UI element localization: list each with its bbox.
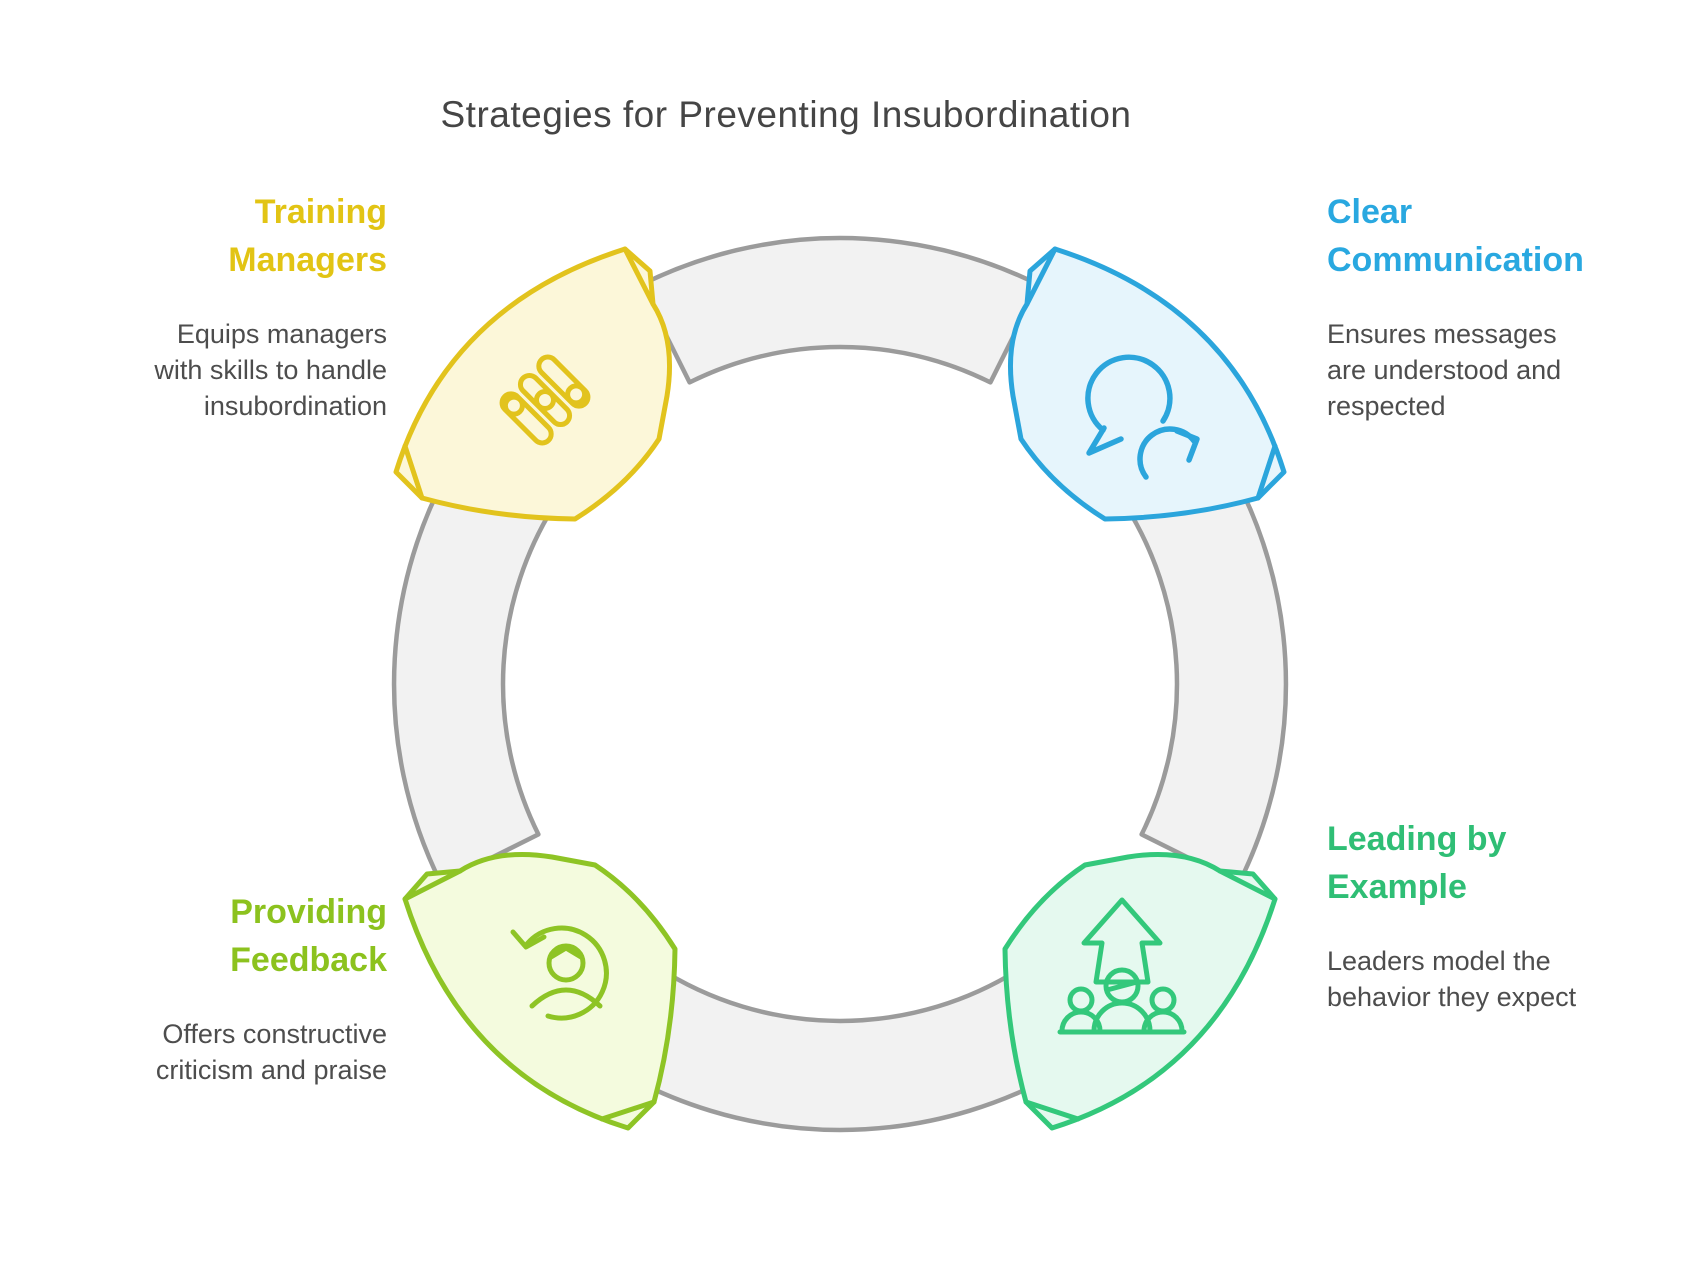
heading-line: Providing (230, 893, 387, 931)
arrow-shape (405, 854, 675, 1128)
description-line: respected (1327, 391, 1446, 421)
description-line: behavior they expect (1327, 982, 1577, 1012)
section-heading: Clear Communication (1327, 188, 1667, 284)
person-refresh-icon (510, 925, 609, 1021)
arrow-shape (396, 249, 670, 519)
sliders-icon (499, 354, 591, 446)
section-heading: Providing Feedback (85, 888, 387, 984)
arrow-providing-feedback (405, 854, 675, 1128)
heading-line: Communication (1327, 241, 1584, 279)
arrow-training-managers (396, 249, 670, 519)
ring-segment-top (638, 235, 1042, 385)
heading-line: Clear (1327, 193, 1413, 231)
description-line: Ensures messages (1327, 319, 1557, 349)
description-line: with skills to handle (154, 355, 387, 385)
section-label-providing-feedback: Providing Feedback Offers constructive c… (85, 888, 387, 1088)
speech-bubble-arrow-icon (1085, 354, 1200, 480)
heading-line: Managers (228, 241, 387, 279)
page-title: Strategies for Preventing Insubordinatio… (440, 94, 1132, 135)
section-heading: Training Managers (85, 188, 387, 284)
description-line: Offers constructive (162, 1019, 387, 1049)
section-label-leading-by-example: Leading by Example Leaders model the beh… (1327, 815, 1667, 1015)
arrow-leading-by-example (1005, 854, 1275, 1128)
description-line: Leaders model the (1327, 946, 1551, 976)
description-line: are understood and (1327, 355, 1562, 385)
description-line: insubordination (203, 391, 387, 421)
section-heading: Leading by Example (1327, 815, 1667, 911)
arrow-shape (1005, 854, 1275, 1128)
heading-line: Example (1327, 868, 1467, 906)
section-description: Offers constructive criticism and praise (85, 1016, 387, 1088)
section-label-training-managers: Training Managers Equips managers with s… (85, 188, 387, 424)
heading-line: Leading by (1327, 820, 1507, 858)
section-label-clear-communication: Clear Communication Ensures messages are… (1327, 188, 1667, 424)
heading-line: Feedback (230, 941, 387, 979)
ring (391, 235, 1289, 1133)
heading-line: Training (254, 193, 387, 231)
description-line: criticism and praise (155, 1055, 387, 1085)
team-growth-icon (1057, 897, 1187, 1035)
section-description: Equips managers with skills to handle in… (85, 316, 387, 424)
section-description: Leaders model the behavior they expect (1327, 943, 1667, 1015)
section-description: Ensures messages are understood and resp… (1327, 316, 1667, 424)
description-line: Equips managers (176, 319, 387, 349)
